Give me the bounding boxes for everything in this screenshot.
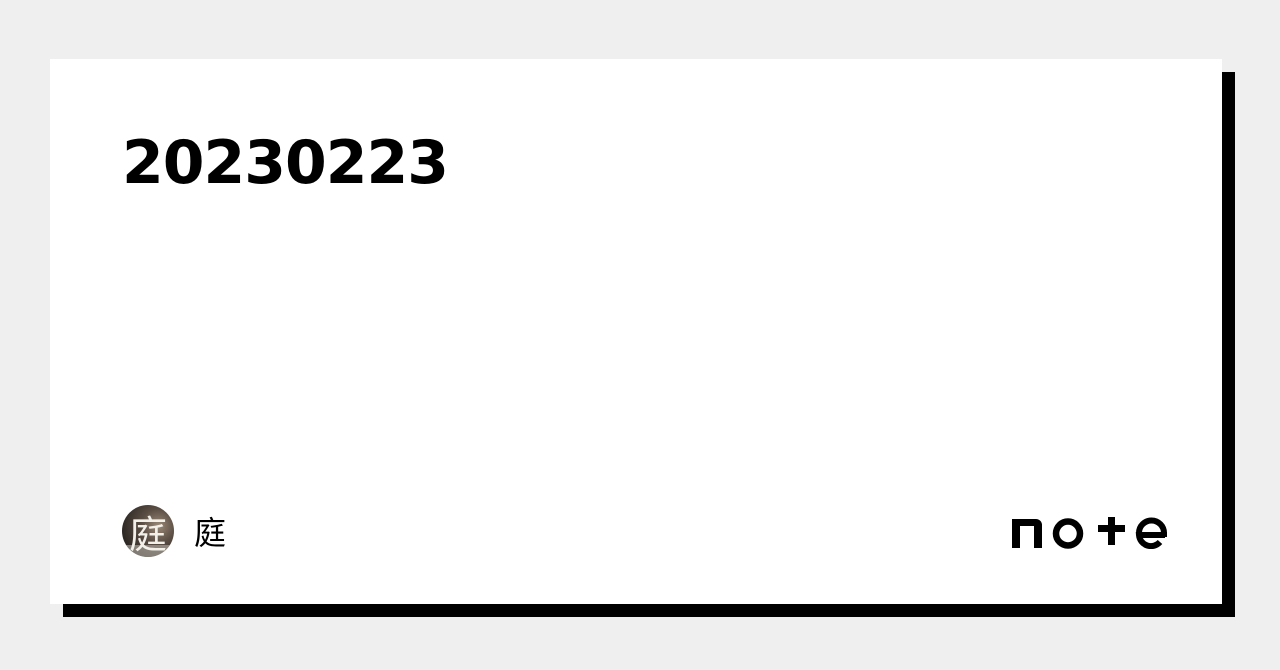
og-card: 20230223 庭 庭 bbox=[50, 59, 1222, 604]
author-info: 庭 庭 bbox=[122, 505, 226, 557]
author-avatar: 庭 bbox=[122, 505, 174, 557]
avatar-glyph-icon: 庭 bbox=[128, 512, 167, 557]
author-name: 庭 bbox=[194, 514, 227, 552]
article-title: 20230223 bbox=[122, 128, 449, 198]
note-logo-icon bbox=[1012, 517, 1167, 549]
avatar-background bbox=[122, 545, 174, 557]
